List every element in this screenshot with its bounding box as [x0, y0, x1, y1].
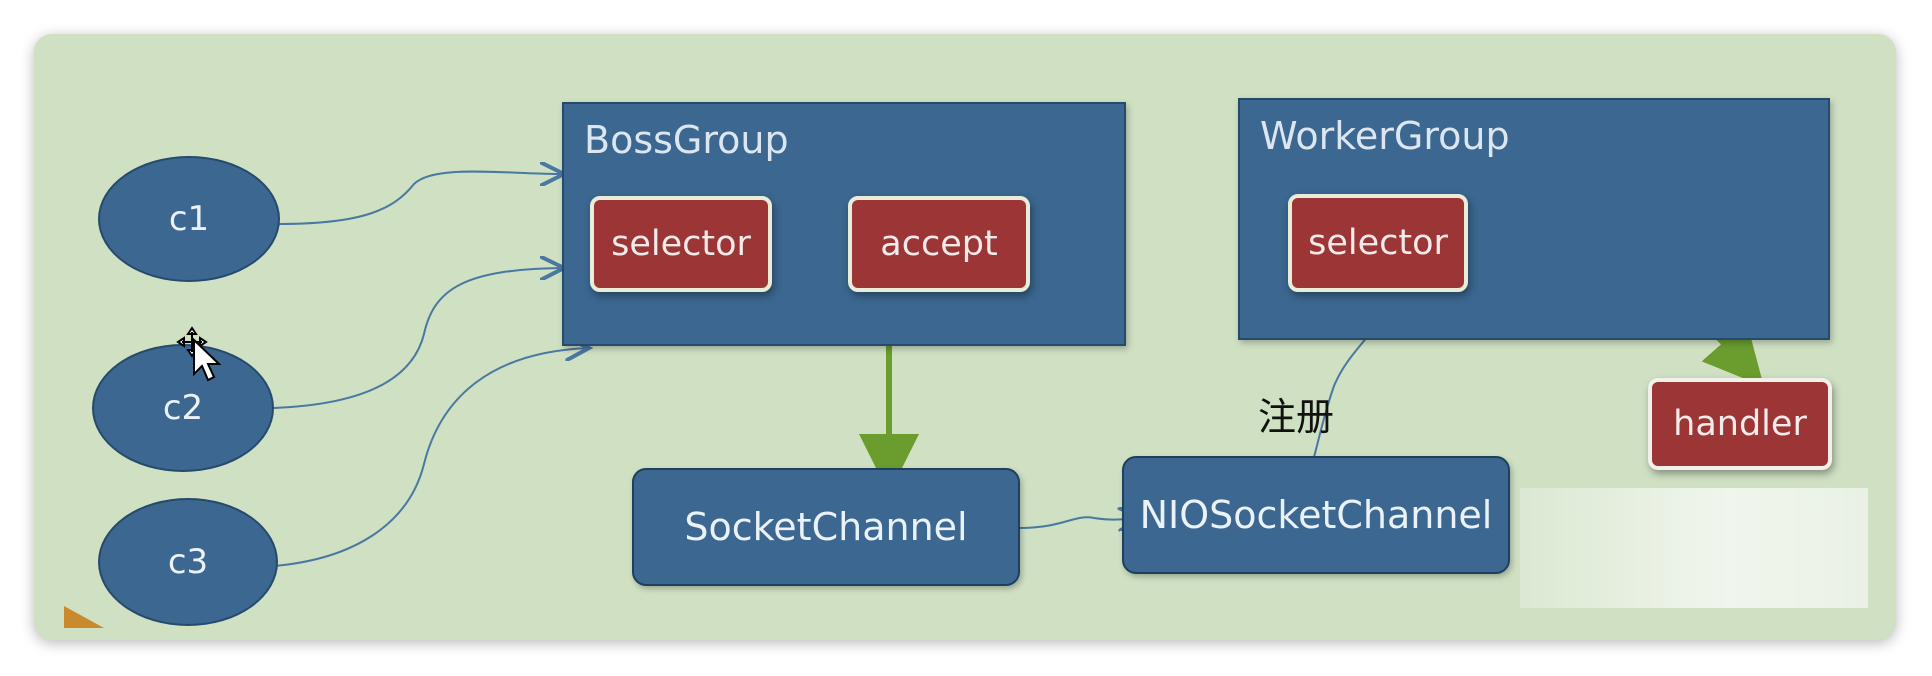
register-label: 注册 — [1258, 395, 1335, 439]
boss-group-title: BossGroup — [584, 118, 789, 162]
socket-channel: SocketChannel — [632, 468, 1020, 586]
handler-box: handler — [1648, 378, 1832, 470]
handler-label: handler — [1673, 404, 1807, 444]
boss-selector: selector — [590, 196, 772, 292]
client-c3-label: c3 — [167, 542, 209, 582]
client-c1-label: c1 — [168, 199, 210, 239]
connector-c3-bossgroup — [273, 348, 589, 567]
connector-c1-bossgroup — [278, 172, 564, 225]
corner-decoration — [64, 606, 104, 628]
nio-socket-channel-label: NIOSocketChannel — [1139, 493, 1493, 537]
socket-channel-label: SocketChannel — [684, 505, 968, 549]
worker-selector: selector — [1288, 194, 1468, 292]
move-cursor-icon — [176, 326, 222, 382]
connector-c2-bossgroup — [273, 268, 564, 409]
client-c1: c1 — [98, 156, 280, 282]
client-c2-label: c2 — [162, 388, 204, 428]
faded-overlay — [1520, 488, 1868, 608]
nio-socket-channel: NIOSocketChannel — [1122, 456, 1510, 574]
worker-group: WorkerGroup — [1238, 98, 1830, 340]
boss-accept: accept — [848, 196, 1030, 292]
diagram-canvas: c1 c2 c3 BossGroup selector accept Worke… — [34, 34, 1896, 640]
boss-selector-label: selector — [611, 224, 751, 264]
worker-selector-label: selector — [1308, 223, 1448, 263]
boss-accept-label: accept — [880, 224, 998, 264]
worker-group-title: WorkerGroup — [1260, 114, 1510, 158]
client-c3: c3 — [98, 498, 278, 626]
